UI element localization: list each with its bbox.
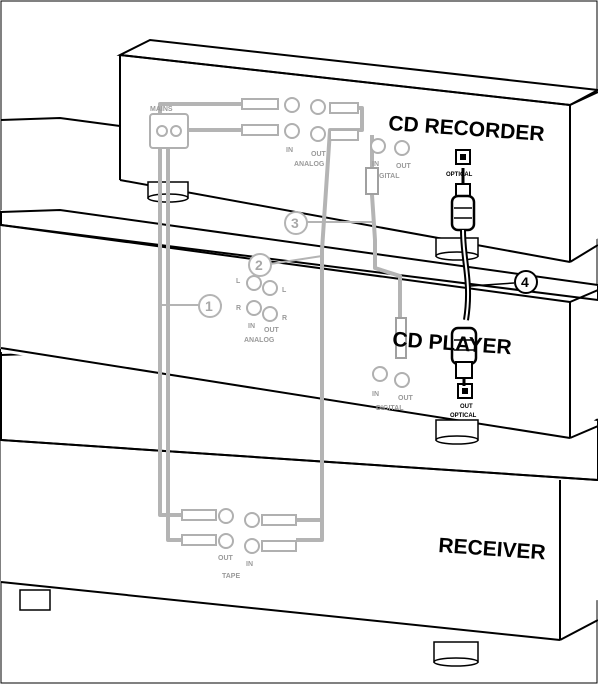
player-digital-in: [372, 366, 388, 382]
tape-in-jack: [244, 512, 260, 528]
callout-1: 1: [160, 294, 222, 318]
callout-4: 4: [469, 270, 538, 294]
mains-socket: [149, 113, 189, 149]
receiver-rear-panel: OUT IN TAPE: [181, 508, 297, 580]
cable-1: [158, 102, 242, 517]
svg-text:L: L: [236, 278, 241, 285]
digital-out-jack: [394, 140, 410, 156]
analog-label-player: ANALOG: [244, 337, 275, 344]
optical-plug-top: [450, 194, 476, 232]
analog-out-jack: [310, 99, 326, 115]
svg-text:4: 4: [521, 274, 529, 290]
cd-player-unit: [0, 208, 598, 445]
svg-text:R: R: [236, 305, 241, 312]
svg-text:OUT: OUT: [311, 151, 327, 158]
recorder-rear-panel: MAINS IN OUT ANALOG IN OUT DIGITAL OPTIC…: [149, 97, 473, 195]
svg-text:IN: IN: [246, 561, 253, 568]
player-analog-out-l: [262, 280, 278, 296]
tape-out-jack: [218, 508, 234, 524]
tape-label: TAPE: [222, 573, 240, 580]
svg-text:IN: IN: [372, 391, 379, 398]
svg-text:OUT: OUT: [396, 163, 412, 170]
mains-label: MAINS: [150, 106, 173, 113]
analog-in-jack: [284, 97, 300, 113]
optical-label-player: OPTICAL: [450, 413, 477, 419]
analog-label-recorder: ANALOG: [294, 161, 325, 168]
svg-text:IN: IN: [372, 161, 379, 168]
svg-text:OUT: OUT: [264, 327, 280, 334]
digital-label-recorder: DIGITAL: [372, 173, 400, 180]
callout-2: 2: [248, 253, 323, 277]
svg-text:L: L: [282, 287, 287, 294]
digital-label-player: DIGITAL: [376, 405, 404, 412]
svg-text:OUT: OUT: [398, 395, 414, 402]
player-digital-out: [394, 372, 410, 388]
svg-text:IN: IN: [248, 323, 255, 330]
digital-in-jack: [370, 138, 386, 154]
optical-label-recorder: OPTICAL: [446, 172, 473, 178]
optical-cable: [450, 168, 478, 386]
svg-text:3: 3: [291, 215, 299, 231]
callout-3: 3: [284, 211, 372, 235]
svg-text:OUT: OUT: [460, 404, 473, 410]
svg-text:R: R: [282, 315, 287, 322]
svg-text:2: 2: [255, 257, 263, 273]
player-rear-panel: L L R R IN OUT ANALOG IN OUT DIGITAL OUT…: [236, 275, 477, 419]
svg-text:IN: IN: [286, 147, 293, 154]
svg-text:1: 1: [205, 298, 213, 314]
svg-text:OUT: OUT: [218, 555, 234, 562]
player-analog-in-l: [246, 275, 262, 291]
